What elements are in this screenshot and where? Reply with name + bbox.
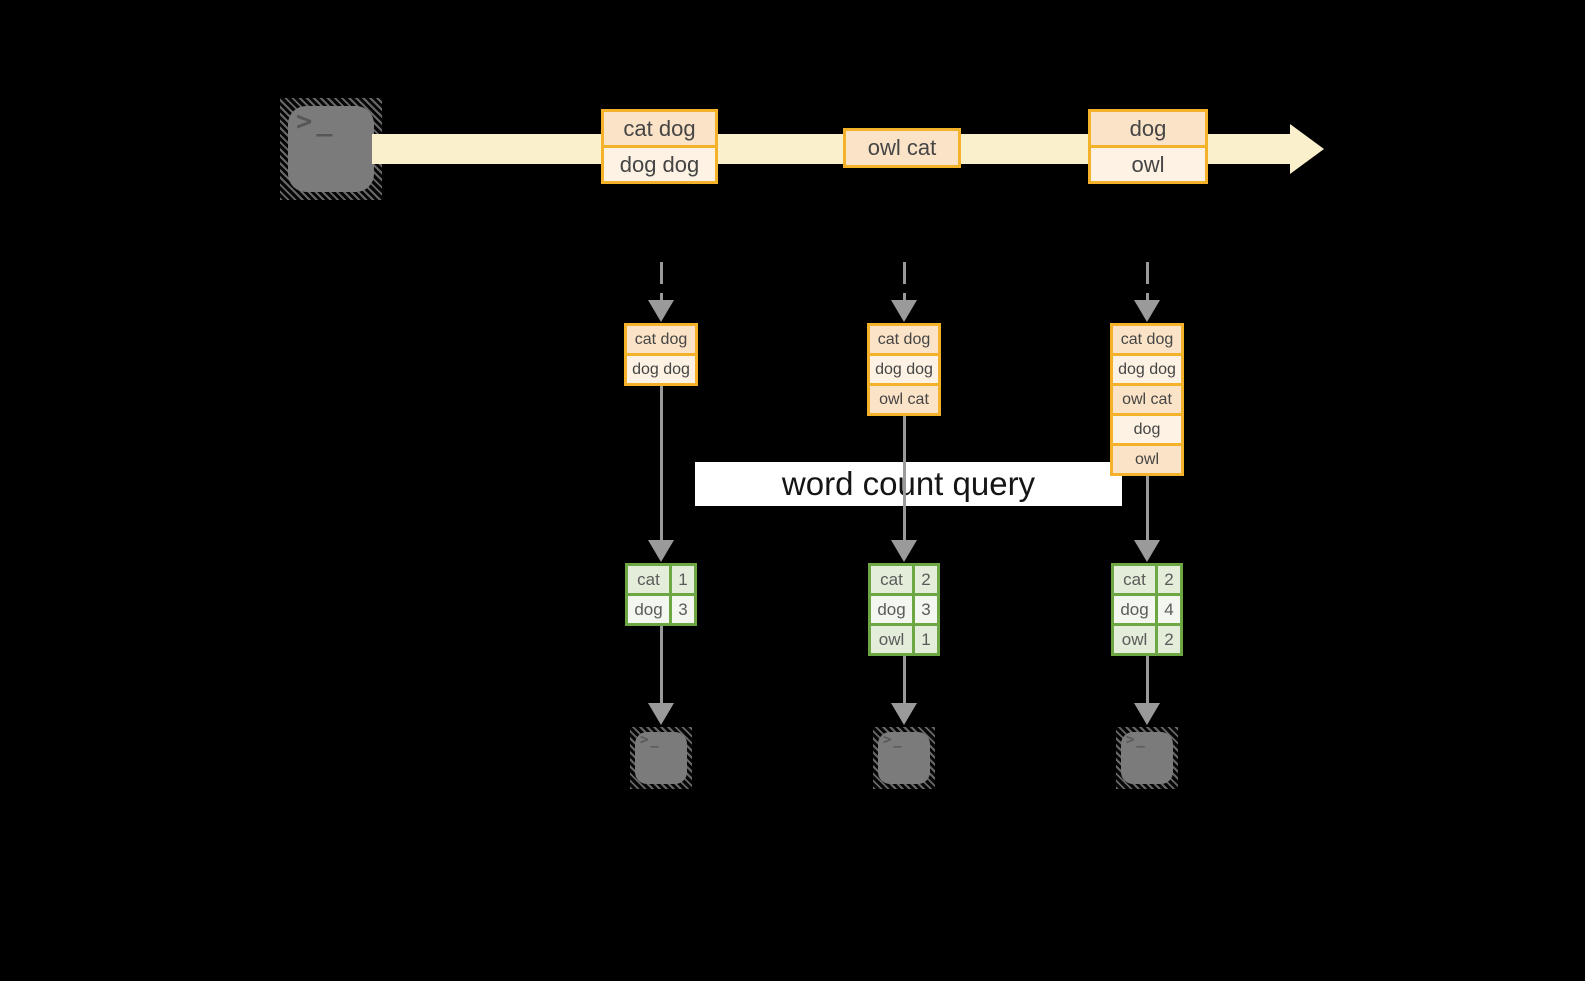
down-arrowhead-icon <box>1134 540 1160 562</box>
state-to-result-line <box>902 416 906 540</box>
stream-record: cat dog <box>604 112 715 145</box>
down-arrowhead-icon <box>891 703 917 725</box>
accumulated-records-1: cat dog dog dog <box>624 323 698 386</box>
count-cell: 1 <box>672 566 694 593</box>
record-cell: dog dog <box>627 356 695 383</box>
down-arrowhead-icon <box>648 703 674 725</box>
terminal-output-body <box>635 732 687 784</box>
count-cell: 2 <box>1158 566 1180 593</box>
table-row: owl 2 <box>1114 626 1180 653</box>
record-cell: dog dog <box>870 356 938 383</box>
word-cell: owl <box>871 626 912 653</box>
stream-batch-1: cat dog dog dog <box>601 109 718 184</box>
down-arrow-dashed-icon <box>659 262 663 302</box>
record-cell: dog <box>1113 416 1181 443</box>
terminal-source-body <box>288 106 374 192</box>
record-cell: owl cat <box>870 386 938 413</box>
terminal-source-icon: >_ <box>280 98 382 200</box>
record-cell: cat dog <box>627 326 695 353</box>
count-cell: 2 <box>915 566 937 593</box>
accumulated-records-2: cat dog dog dog owl cat <box>867 323 941 416</box>
result-to-output-line <box>1145 656 1149 703</box>
count-cell: 2 <box>1158 626 1180 653</box>
query-banner-label: word count query <box>781 465 1036 502</box>
terminal-output-body <box>878 732 930 784</box>
stream-record: owl cat <box>846 131 958 165</box>
down-arrowhead-icon <box>891 540 917 562</box>
table-row: owl 1 <box>871 626 937 653</box>
down-arrowhead-icon <box>648 300 674 322</box>
word-count-table-3: cat 2 dog 4 owl 2 <box>1111 563 1183 656</box>
table-row: dog 3 <box>628 596 694 623</box>
stream-record: dog <box>1091 112 1205 145</box>
state-to-result-line <box>1145 476 1149 540</box>
terminal-output-icon-2: >_ <box>873 727 935 789</box>
count-cell: 1 <box>915 626 937 653</box>
terminal-prompt-glyph: >_ <box>296 106 337 137</box>
result-to-output-line <box>902 656 906 703</box>
word-cell: cat <box>628 566 669 593</box>
down-arrowhead-icon <box>891 300 917 322</box>
table-row: cat 2 <box>871 566 937 593</box>
word-cell: cat <box>1114 566 1155 593</box>
terminal-output-icon-1: >_ <box>630 727 692 789</box>
state-to-result-line <box>659 386 663 540</box>
result-to-output-line <box>659 626 663 703</box>
word-cell: dog <box>871 596 912 623</box>
down-arrow-dashed-icon <box>902 262 906 302</box>
terminal-prompt-glyph: >_ <box>883 732 904 748</box>
query-banner: word count query <box>695 462 1122 506</box>
count-cell: 4 <box>1158 596 1180 623</box>
terminal-output-icon-3: >_ <box>1116 727 1178 789</box>
record-cell: owl cat <box>1113 386 1181 413</box>
word-cell: dog <box>1114 596 1155 623</box>
down-arrowhead-icon <box>1134 300 1160 322</box>
count-cell: 3 <box>672 596 694 623</box>
terminal-prompt-glyph: >_ <box>1126 732 1147 748</box>
terminal-output-body <box>1121 732 1173 784</box>
record-cell: dog dog <box>1113 356 1181 383</box>
stream-record: dog dog <box>604 148 715 181</box>
table-row: dog 4 <box>1114 596 1180 623</box>
stream-record: owl <box>1091 148 1205 181</box>
word-cell: cat <box>871 566 912 593</box>
word-count-table-1: cat 1 dog 3 <box>625 563 697 626</box>
down-arrowhead-icon <box>648 540 674 562</box>
table-row: dog 3 <box>871 596 937 623</box>
table-row: cat 2 <box>1114 566 1180 593</box>
word-count-table-2: cat 2 dog 3 owl 1 <box>868 563 940 656</box>
terminal-prompt-glyph: >_ <box>640 732 661 748</box>
down-arrowhead-icon <box>1134 703 1160 725</box>
record-cell: owl <box>1113 446 1181 473</box>
count-cell: 3 <box>915 596 937 623</box>
stream-batch-3: dog owl <box>1088 109 1208 184</box>
stream-batch-2: owl cat <box>843 128 961 168</box>
word-cell: dog <box>628 596 669 623</box>
table-row: cat 1 <box>628 566 694 593</box>
accumulated-records-3: cat dog dog dog owl cat dog owl <box>1110 323 1184 476</box>
stream-timeline-arrowhead-icon <box>1290 124 1324 174</box>
record-cell: cat dog <box>870 326 938 353</box>
record-cell: cat dog <box>1113 326 1181 353</box>
down-arrow-dashed-icon <box>1145 262 1149 302</box>
word-cell: owl <box>1114 626 1155 653</box>
